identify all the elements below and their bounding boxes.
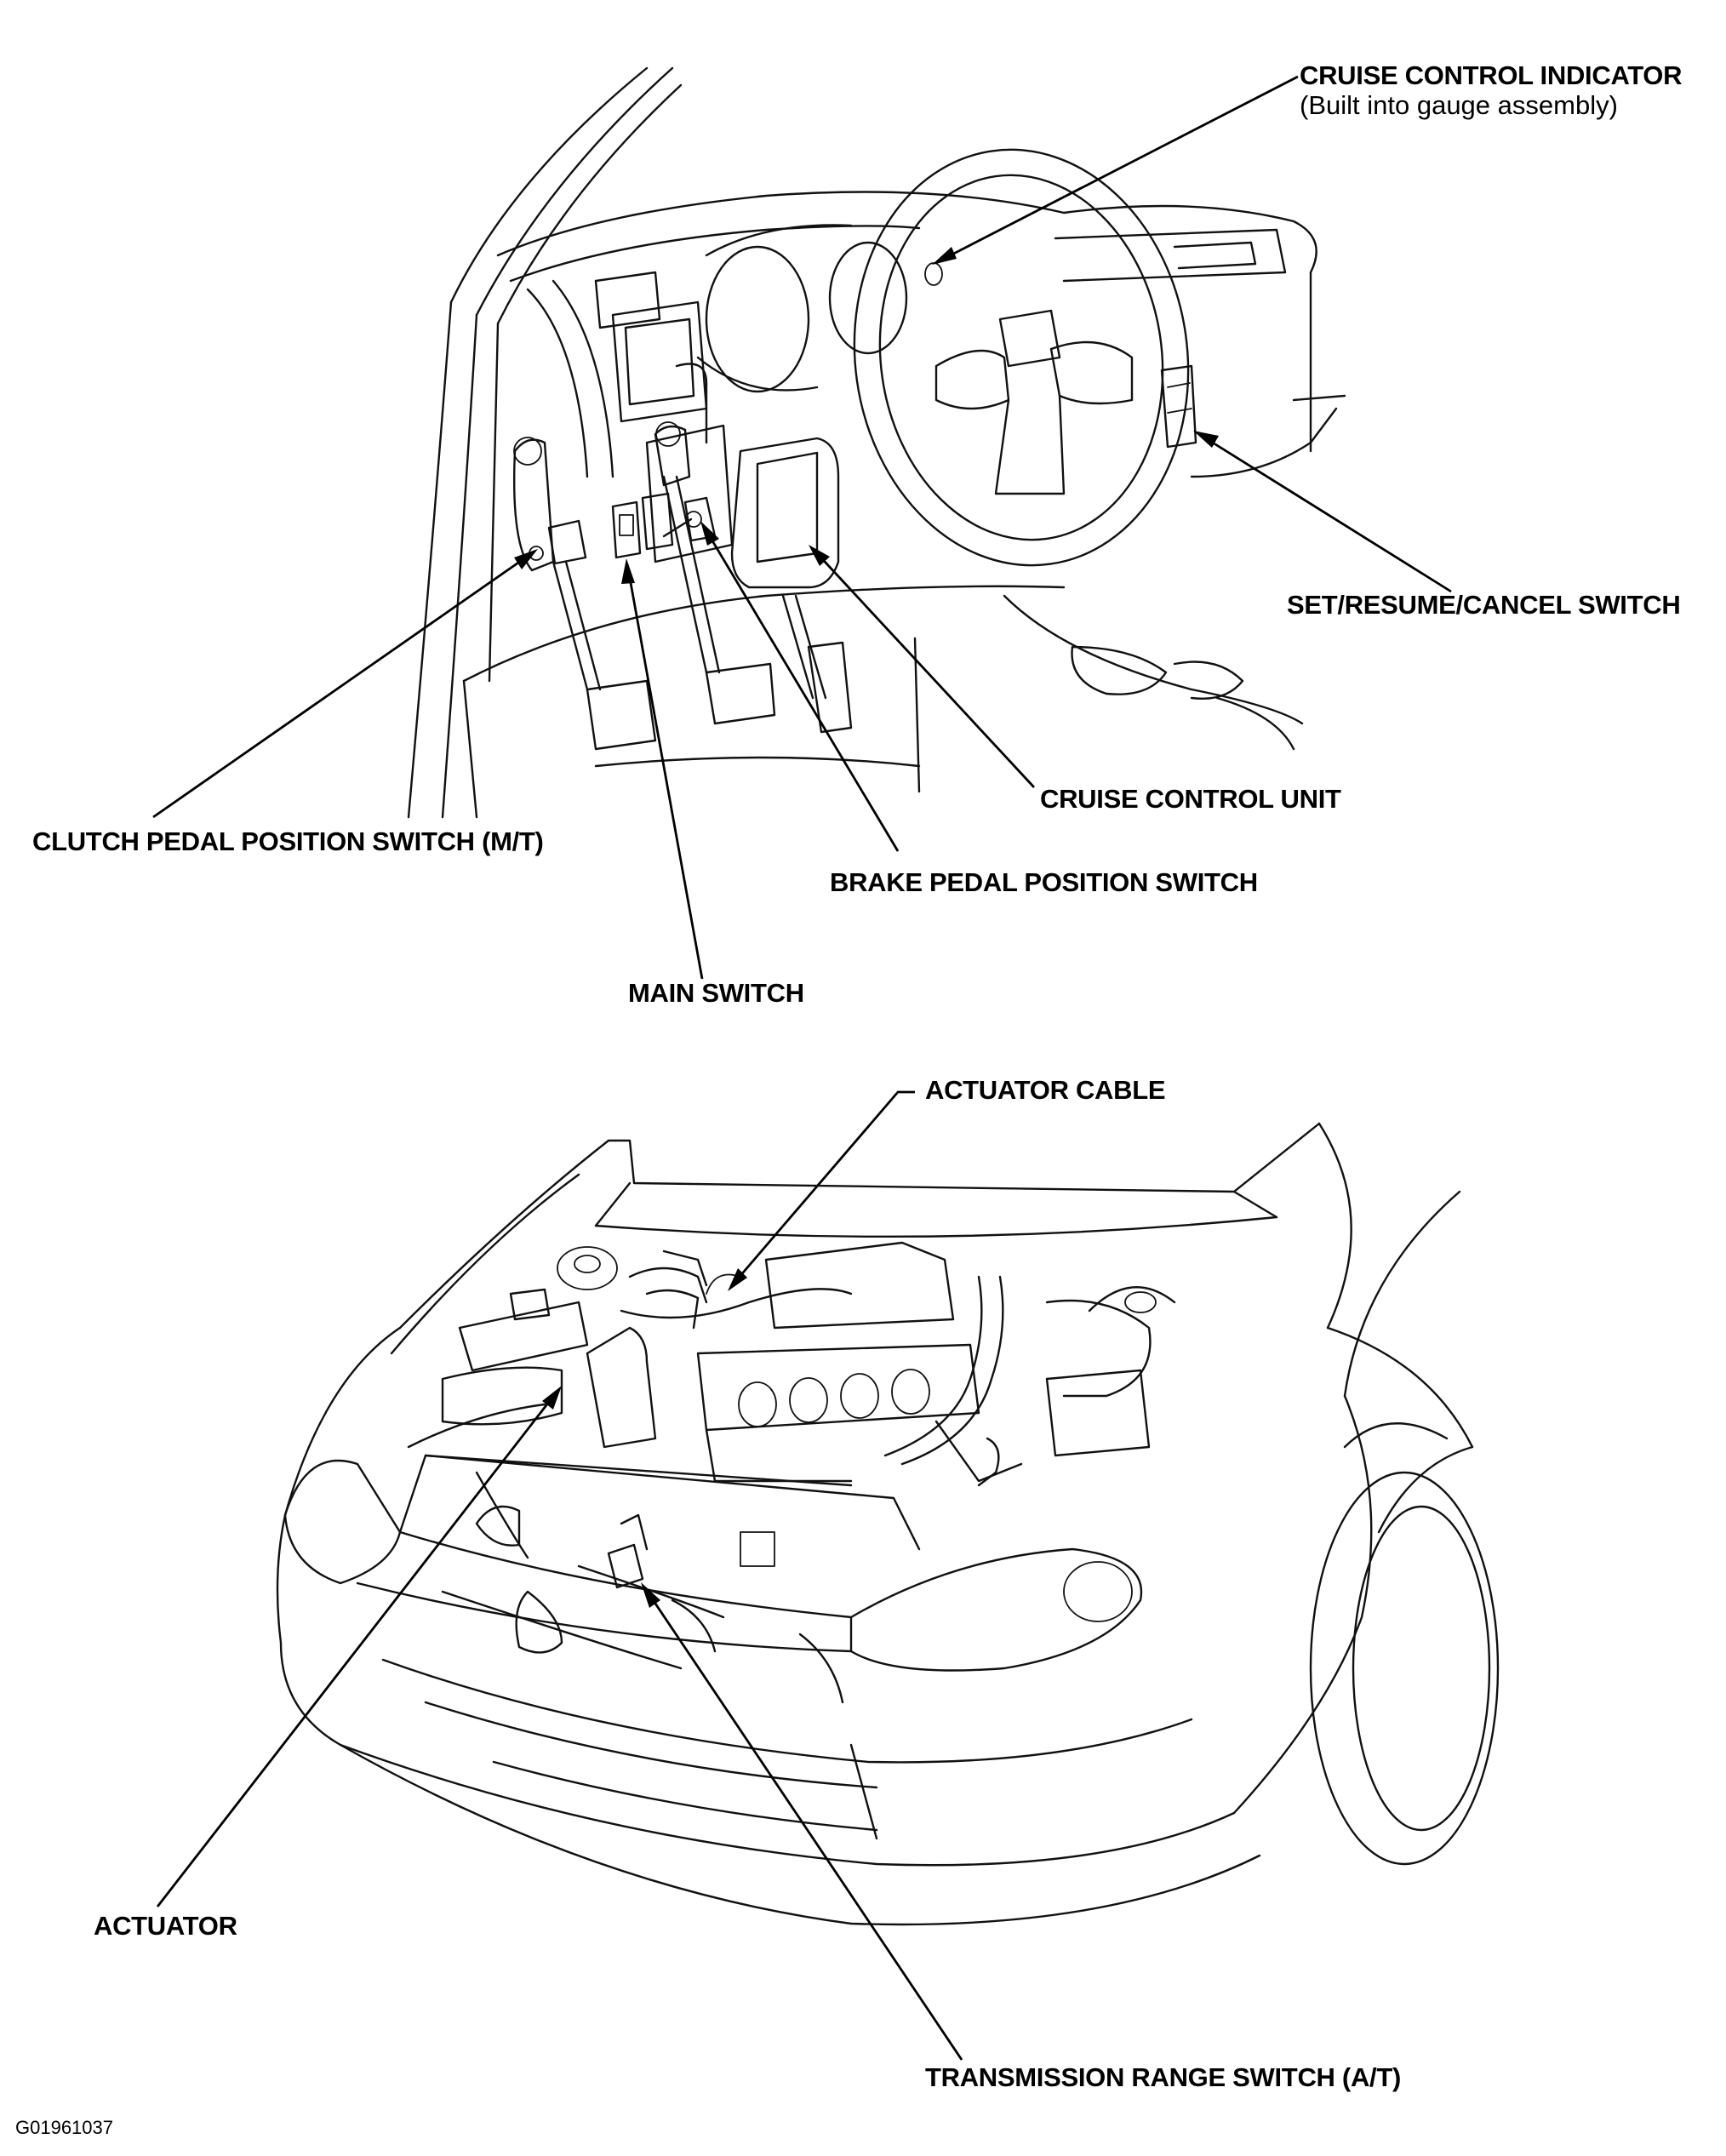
label-main-switch: MAIN SWITCH xyxy=(628,978,804,1008)
label-cruise-control-unit: CRUISE CONTROL UNIT xyxy=(1040,784,1341,814)
leader-cruise-control-indicator xyxy=(940,75,1299,262)
leader-transmission-range-switch xyxy=(645,1590,963,2061)
label-cruise-control-indicator: CRUISE CONTROL INDICATOR xyxy=(1300,60,1683,90)
leader-main-switch xyxy=(626,568,704,980)
leader-clutch-pedal-position-switch xyxy=(152,553,530,819)
label-clutch-pedal-position-switch: CLUTCH PEDAL POSITION SWITCH (M/T) xyxy=(32,826,544,856)
engine-bay-illustration xyxy=(276,1122,1500,1926)
dashboard-illustration xyxy=(407,66,1346,819)
label-brake-pedal-position-switch: BRAKE PEDAL POSITION SWITCH xyxy=(830,867,1258,897)
leader-lines xyxy=(152,75,1452,2061)
label-actuator: ACTUATOR xyxy=(94,1911,237,1941)
label-actuator-cable: ACTUATOR CABLE xyxy=(925,1075,1166,1105)
label-set-resume-cancel-switch: SET/RESUME/CANCEL SWITCH xyxy=(1287,590,1681,620)
leader-actuator xyxy=(156,1393,557,1907)
label-cruise-control-indicator-note: (Built into gauge assembly) xyxy=(1300,90,1618,120)
figure-id: G01961037 xyxy=(15,2117,113,2138)
leader-actuator-cable xyxy=(732,1090,915,1284)
leader-set-resume-cancel-switch xyxy=(1201,434,1452,593)
leader-cruise-control-unit xyxy=(814,551,1036,788)
leader-brake-pedal-position-switch xyxy=(704,529,900,852)
label-transmission-range-switch: TRANSMISSION RANGE SWITCH (A/T) xyxy=(925,2062,1402,2092)
